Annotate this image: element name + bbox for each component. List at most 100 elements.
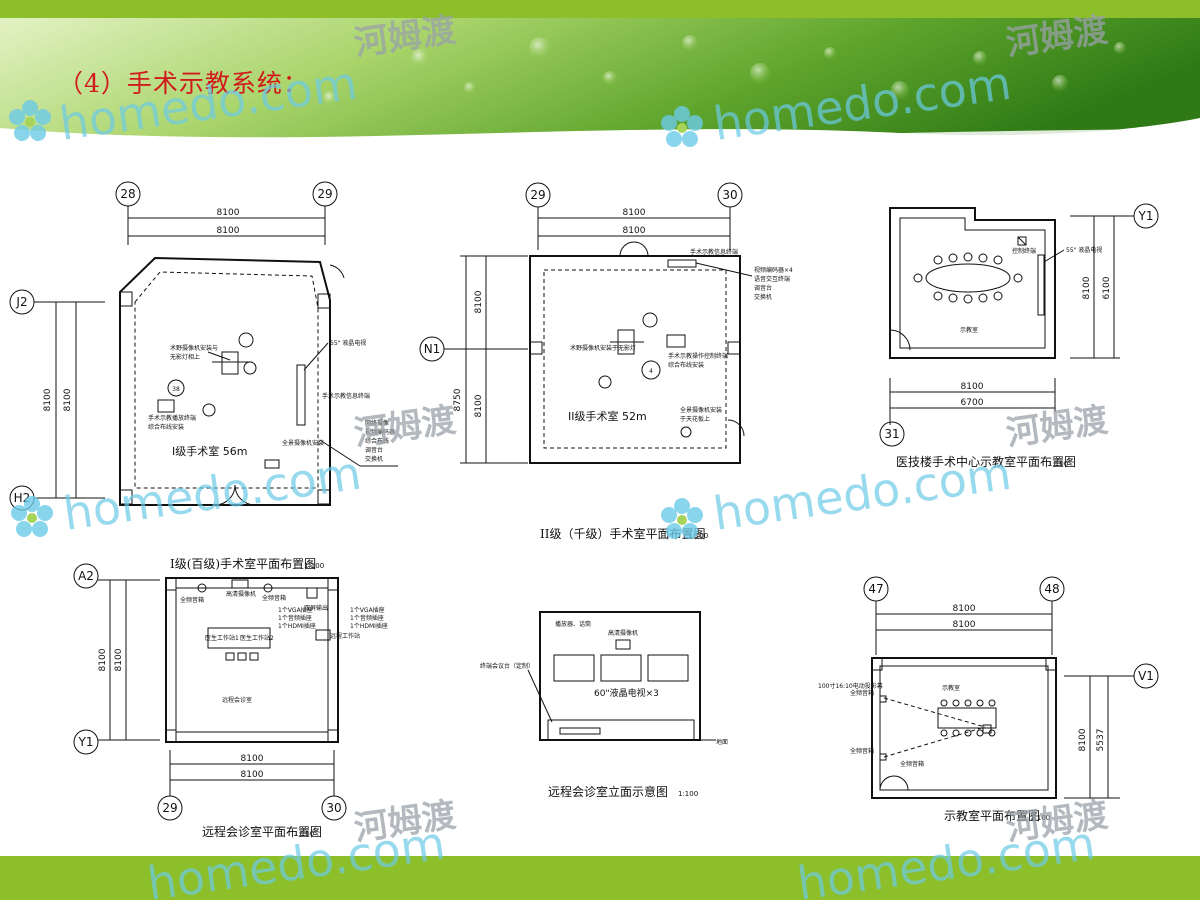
dimension-label: 8100 (474, 290, 484, 313)
callout: 1个VGA插座 (278, 606, 313, 614)
grid-label: N1 (424, 342, 441, 356)
dimension-label: 8100 (217, 226, 240, 236)
plan-5-consultation-elevation: 播放器、话筒 高清摄像机 60"液晶电视×3 终端会议台（定制） 地面 (480, 611, 728, 746)
dimension-label: 8100 (217, 208, 240, 218)
callout: 55" 液晶电视 (330, 339, 366, 347)
callout: 手术示教信息终端 (322, 392, 370, 400)
room-name: I级手术室 56m (172, 444, 247, 458)
callout: 术野摄像机安装与 (170, 344, 218, 352)
callout: 全频音箱 (850, 747, 874, 755)
header-leaf-banner (0, 18, 1200, 170)
dimension-label: 8100 (623, 226, 646, 236)
grid-bubble (641, 360, 661, 380)
grid-bubble (157, 795, 183, 821)
callout: 手术示教播放终端 (148, 414, 196, 422)
callout: 1个HDMI插座 (350, 622, 388, 630)
dimension-label: 8100 (43, 388, 53, 411)
callout: 1个音频插座 (350, 614, 384, 622)
grid-label: 29 (530, 188, 545, 202)
callout: 全景摄像机安装 (282, 439, 324, 447)
callout: 调音台 (754, 284, 772, 292)
plan-scale: 1:100 (294, 830, 314, 838)
dimension-label: 8100 (114, 648, 124, 671)
grid-label: Y1 (1138, 209, 1154, 223)
plan-caption: 示教室平面布置图 (944, 808, 1040, 823)
callout: 语音交互终端 (754, 275, 790, 283)
dimension-label: 8100 (961, 382, 984, 392)
grid-label: J2 (15, 295, 27, 309)
callout: 交换机 (754, 293, 772, 301)
callout: 双屏输出 (304, 604, 328, 612)
plan-caption: II级（千级）手术室平面布置图 (540, 526, 705, 541)
plan-2-operating-room-class-ii: 29 30 8100 8100 N1 8750 8100 8100 4 (419, 182, 793, 464)
grid-label: V1 (1138, 669, 1154, 683)
plan-caption: I级(百级)手术室平面布置图 (170, 556, 316, 571)
dimension-label: 8100 (1082, 276, 1092, 299)
callout: 术野摄像机安装于无影灯 (570, 344, 636, 352)
callout: 于天花板上 (680, 415, 710, 423)
callout: 综合布线安装 (668, 361, 704, 369)
top-green-bar (0, 0, 1200, 18)
plan-1-operating-room-class-i: 28 29 8100 8100 J2 H2 8100 8100 38 (9, 181, 398, 511)
grid-label: 29 (162, 801, 177, 815)
plan-3-teaching-room: 控制终端 55" 液晶电视 示教室 Y1 8100 6100 8100 6700… (879, 203, 1159, 447)
callout: 控制终端 (1012, 247, 1036, 255)
callout: 60"液晶电视×3 (594, 687, 659, 699)
dimension-label: 6100 (1102, 276, 1112, 299)
callout: 地面 (716, 738, 728, 746)
grid-bubble (879, 421, 905, 447)
room-name: 示教室 (960, 326, 978, 334)
grid-label: 30 (722, 188, 737, 202)
callout: 全频音箱 (850, 689, 874, 697)
grid-bubble (167, 379, 185, 397)
grid-label: 48 (1044, 582, 1059, 596)
dimension-label: 8100 (953, 604, 976, 614)
slide-title: （4）手术示教系统： (58, 69, 309, 98)
callout: 医生工作站1 (205, 634, 239, 642)
callout: 综合布线 (365, 437, 389, 445)
callout: 100寸16:10电动投影幕 (818, 682, 883, 690)
dimension-label: 6700 (961, 398, 984, 408)
leaf-background (0, 18, 1200, 170)
grid-label: H2 (14, 491, 31, 505)
callout: 终端会议台（定制） (480, 662, 534, 670)
grid-label: 30 (326, 801, 341, 815)
grid-label: 38 (172, 386, 180, 393)
dimension-label: 8750 (453, 388, 463, 411)
dimension-label: 8100 (1078, 728, 1088, 751)
callout: 手术示教信息终端 (690, 248, 738, 256)
dimension-label: 8100 (63, 388, 73, 411)
callout: 播放器、话筒 (555, 620, 591, 628)
callout: 高清摄像机 (608, 629, 638, 637)
plan-caption: 医技楼手术中心示教室平面布置图 (896, 454, 1076, 469)
dimension-label: 8100 (953, 620, 976, 630)
grid-bubble (73, 563, 99, 589)
callout: 医生工作站2 (240, 634, 274, 642)
callout: 高清摄像机 (226, 590, 256, 598)
grid-label: A2 (78, 569, 94, 583)
grid-bubble (73, 729, 99, 755)
grid-bubble (321, 795, 347, 821)
grid-label: 29 (317, 187, 332, 201)
callout: 1个HDMI插座 (278, 622, 316, 630)
callout: 全频音箱 (262, 594, 286, 602)
callout: 1个音频插座 (278, 614, 312, 622)
callout: 55" 液晶电视 (1066, 246, 1102, 254)
plan-6-teaching-room: 47 48 8100 8100 100寸16:10电动投影幕 全频音箱 全频音箱… (818, 576, 1159, 799)
room-name: 示教室 (942, 684, 960, 692)
plan-scale: 1:100 (1030, 814, 1050, 822)
grid-label: 28 (120, 187, 135, 201)
plan-4-remote-consultation-room: A2 Y1 8100 8100 全频音箱 高清摄像机 全频音箱 双屏输出 1个V… (73, 563, 388, 821)
plan-scale: 1:100 (304, 562, 324, 570)
dimension-label: 8100 (241, 754, 264, 764)
callout: 1个VGA插座 (350, 606, 385, 614)
plan-scale: 1:100 (688, 532, 708, 540)
dimension-label: 8100 (241, 770, 264, 780)
callout: 交换机 (365, 455, 383, 463)
grid-label: 47 (868, 582, 883, 596)
callout: 全景摄像机安装 (680, 406, 722, 414)
callout: 视频编码器×4 (754, 266, 793, 274)
plan-scale: 1:100 (1048, 460, 1068, 468)
dimension-label: 8100 (98, 648, 108, 671)
